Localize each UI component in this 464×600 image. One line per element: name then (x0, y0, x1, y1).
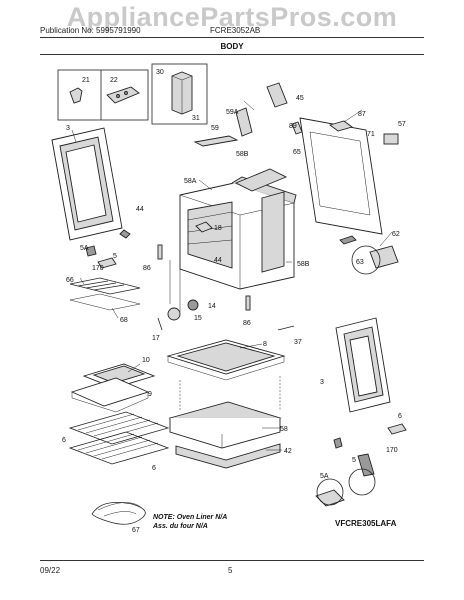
oven-door-left (51, 127, 123, 241)
callout-87: 87 (358, 111, 366, 118)
callout-5a-left: 5A (80, 245, 89, 252)
callout-3-left: 3 (66, 125, 70, 132)
callout-5-right: 5 (352, 457, 356, 464)
leader-lines (71, 100, 393, 451)
watermark: AppliancePartsPros.com (66, 2, 398, 32)
callout-86-b: 86 (243, 320, 251, 327)
callout-57: 57 (398, 121, 406, 128)
callout-6-right: 6 (398, 413, 402, 420)
oven-racks (68, 411, 170, 465)
callout-30: 30 (156, 69, 164, 76)
callout-37: 37 (294, 339, 302, 346)
callout-31: 31 (192, 115, 200, 122)
callout-44-b: 44 (214, 257, 222, 264)
callout-71: 71 (367, 131, 375, 138)
callout-89: 89 (289, 123, 297, 130)
callout-58: 58 (280, 426, 288, 433)
publication-value: 5995791990 (96, 26, 141, 35)
callout-62: 62 (392, 231, 400, 238)
callout-6-a: 6 (62, 437, 66, 444)
callout-59a: 59A (226, 109, 239, 116)
callout-170-left: 170 (92, 265, 104, 272)
callout-15: 15 (194, 315, 202, 322)
hinge-parts-left (85, 245, 117, 269)
callout-63: 63 (356, 259, 364, 266)
broiler-pan (70, 363, 156, 413)
hinge-parts-right (315, 245, 407, 507)
oven-cavity (169, 168, 297, 312)
callout-66: 66 (66, 277, 74, 284)
callout-17: 17 (152, 335, 160, 342)
callout-42: 42 (284, 448, 292, 455)
bottom-and-drawer (166, 339, 286, 469)
callout-58a: 58A (184, 178, 197, 185)
callout-68: 68 (120, 317, 128, 324)
note-line-1: NOTE: Oven Liner N/A (153, 514, 228, 521)
model-code: FCRE3052AB (210, 26, 261, 35)
header-rule (40, 37, 424, 38)
publication-number: Publication No: 5995791990 (40, 26, 141, 35)
callouts: 21 22 30 31 45 59A 59 58B 87 89 71 57 65… (62, 69, 406, 534)
callout-21: 21 (82, 77, 90, 84)
callout-10: 10 (142, 357, 150, 364)
callout-5a-right: 5A (320, 473, 329, 480)
callout-65: 65 (293, 149, 301, 156)
small-parts (119, 221, 295, 331)
note-line-2: Ass. du four N/A (153, 523, 208, 530)
bracket-59 (193, 82, 288, 147)
inset-box-30-31 (151, 63, 208, 125)
callout-14: 14 (208, 303, 216, 310)
callout-44-a: 44 (136, 206, 144, 213)
callout-170-right: 170 (386, 447, 398, 454)
diagram-id: VFCRE305LAFA (335, 519, 397, 528)
callout-8: 8 (263, 341, 267, 348)
footer-page-number: 5 (228, 566, 233, 575)
inset-box-21-22 (57, 69, 149, 121)
callout-86-a: 86 (143, 265, 151, 272)
broil-element (91, 501, 146, 525)
oven-door-right (335, 317, 391, 413)
footer-rule (40, 560, 424, 561)
title-rule (40, 54, 424, 55)
callout-58b: 58B (297, 261, 310, 268)
footer-date: 09/22 (40, 566, 61, 575)
callout-6-b: 6 (152, 465, 156, 472)
callout-18: 18 (214, 225, 222, 232)
callout-67: 67 (132, 527, 140, 534)
oven-liner-note: NOTE: Oven Liner N/A Ass. du four N/A (153, 513, 227, 531)
callout-9: 9 (148, 391, 152, 398)
callout-22: 22 (110, 77, 118, 84)
callout-3-right: 3 (320, 379, 324, 386)
callout-59: 59 (211, 125, 219, 132)
callout-5-left: 5 (113, 253, 117, 260)
callout-45: 45 (296, 95, 304, 102)
publication-label: Publication No: (40, 26, 94, 35)
section-title: BODY (220, 42, 244, 51)
callout-58b-top: 58B (236, 151, 249, 158)
bake-element (69, 277, 141, 311)
back-panel-71 (291, 117, 399, 245)
